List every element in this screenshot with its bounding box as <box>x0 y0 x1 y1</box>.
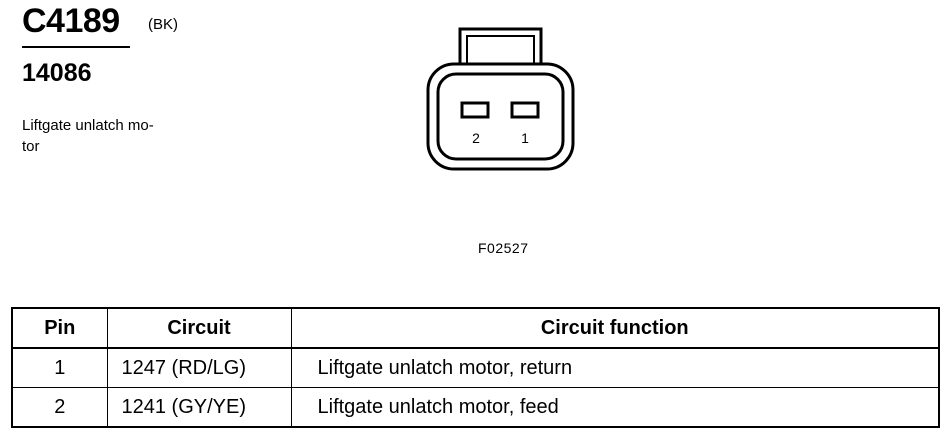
connector-housing-outer <box>426 62 575 171</box>
connector-color: (BK) <box>148 16 178 33</box>
cell-circuit: 1247 (RD/LG) <box>106 347 292 388</box>
table-row: 2 1241 (GY/YE) Liftgate unlatch motor, f… <box>11 387 940 428</box>
description-line-1: Liftgate unlatch mo- <box>22 117 154 134</box>
table-header-row: Pin Circuit Circuit function <box>11 307 940 349</box>
pin-table: Pin Circuit Circuit function 1 1247 (RD/… <box>11 307 940 428</box>
pin-label-2: 2 <box>472 130 480 146</box>
figure-id: F02527 <box>478 240 529 256</box>
pin-label-1: 1 <box>521 130 529 146</box>
cell-pin: 2 <box>11 387 108 428</box>
cell-circuit: 1241 (GY/YE) <box>106 387 292 428</box>
cell-function: Liftgate unlatch motor, return <box>290 347 940 388</box>
connector-description: Liftgate unlatch mo- tor <box>22 115 192 157</box>
header-circuit: Circuit <box>106 307 292 349</box>
cell-pin: 1 <box>11 347 108 388</box>
terminal-cavity-2 <box>460 101 490 119</box>
connector-face-diagram: 2 1 <box>426 27 575 171</box>
connector-id: C4189 <box>22 2 120 40</box>
terminal-cavity-1 <box>510 101 540 119</box>
header-pin: Pin <box>11 307 108 349</box>
cell-function: Liftgate unlatch motor, feed <box>290 387 940 428</box>
title-rule <box>22 46 130 48</box>
part-number: 14086 <box>22 59 92 87</box>
description-line-2: tor <box>22 138 40 155</box>
table-row: 1 1247 (RD/LG) Liftgate unlatch motor, r… <box>11 347 940 388</box>
connector-housing-inner <box>436 72 565 161</box>
connector-latch-tab <box>458 27 543 67</box>
header-function: Circuit function <box>290 307 940 349</box>
